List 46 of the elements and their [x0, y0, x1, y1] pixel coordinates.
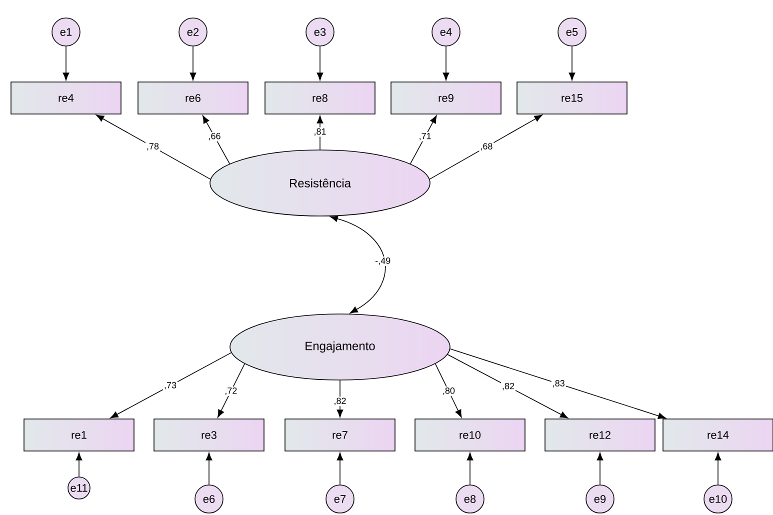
- arrow: [429, 114, 542, 180]
- variable-box: re6: [138, 82, 248, 114]
- variable-box: re4: [10, 82, 122, 114]
- arrow: [336, 380, 344, 418]
- edge-label: ,68: [479, 142, 494, 152]
- variable-box: re3: [154, 418, 264, 452]
- variable-box: re15: [516, 82, 628, 114]
- edge-label: ,78: [146, 142, 160, 152]
- arrow: [410, 115, 437, 164]
- edge-label: ,72: [224, 386, 238, 396]
- variable-box: re12: [544, 418, 656, 452]
- variable-box: re7: [284, 418, 396, 452]
- arrow: [466, 452, 474, 485]
- edge-label: ,82: [332, 396, 348, 406]
- arrow: [218, 363, 246, 418]
- arrow: [336, 452, 344, 485]
- arrow: [190, 46, 196, 80]
- arrow: [202, 115, 230, 164]
- arrow: [442, 46, 450, 80]
- arrow: [110, 352, 232, 418]
- arrow: [330, 216, 386, 314]
- edge-label: ,82: [501, 382, 516, 392]
- arrow: [96, 114, 211, 180]
- arrow: [450, 348, 666, 420]
- edge-label: ,66: [207, 132, 222, 142]
- variable-box: re14: [662, 418, 773, 452]
- variable-box: re8: [264, 82, 376, 114]
- arrow: [568, 46, 576, 80]
- arrow: [206, 452, 212, 485]
- edge-label: ,73: [163, 380, 178, 390]
- edge-label: ,71: [418, 132, 432, 142]
- variable-box: re10: [414, 418, 526, 452]
- arrow: [447, 354, 568, 418]
- arrow: [316, 46, 324, 80]
- arrow: [62, 46, 70, 80]
- edge-label: ,80: [441, 386, 456, 396]
- variable-box: re1: [24, 418, 134, 452]
- arrow: [714, 452, 722, 485]
- arrow: [434, 363, 462, 418]
- variable-box: re9: [390, 82, 502, 114]
- edge-label: ,81: [312, 127, 328, 137]
- arrow: [316, 116, 324, 150]
- edge-label: ,83: [551, 379, 566, 388]
- edge-label: -,49: [374, 256, 392, 266]
- arrow: [596, 452, 604, 485]
- arrow: [76, 452, 82, 477]
